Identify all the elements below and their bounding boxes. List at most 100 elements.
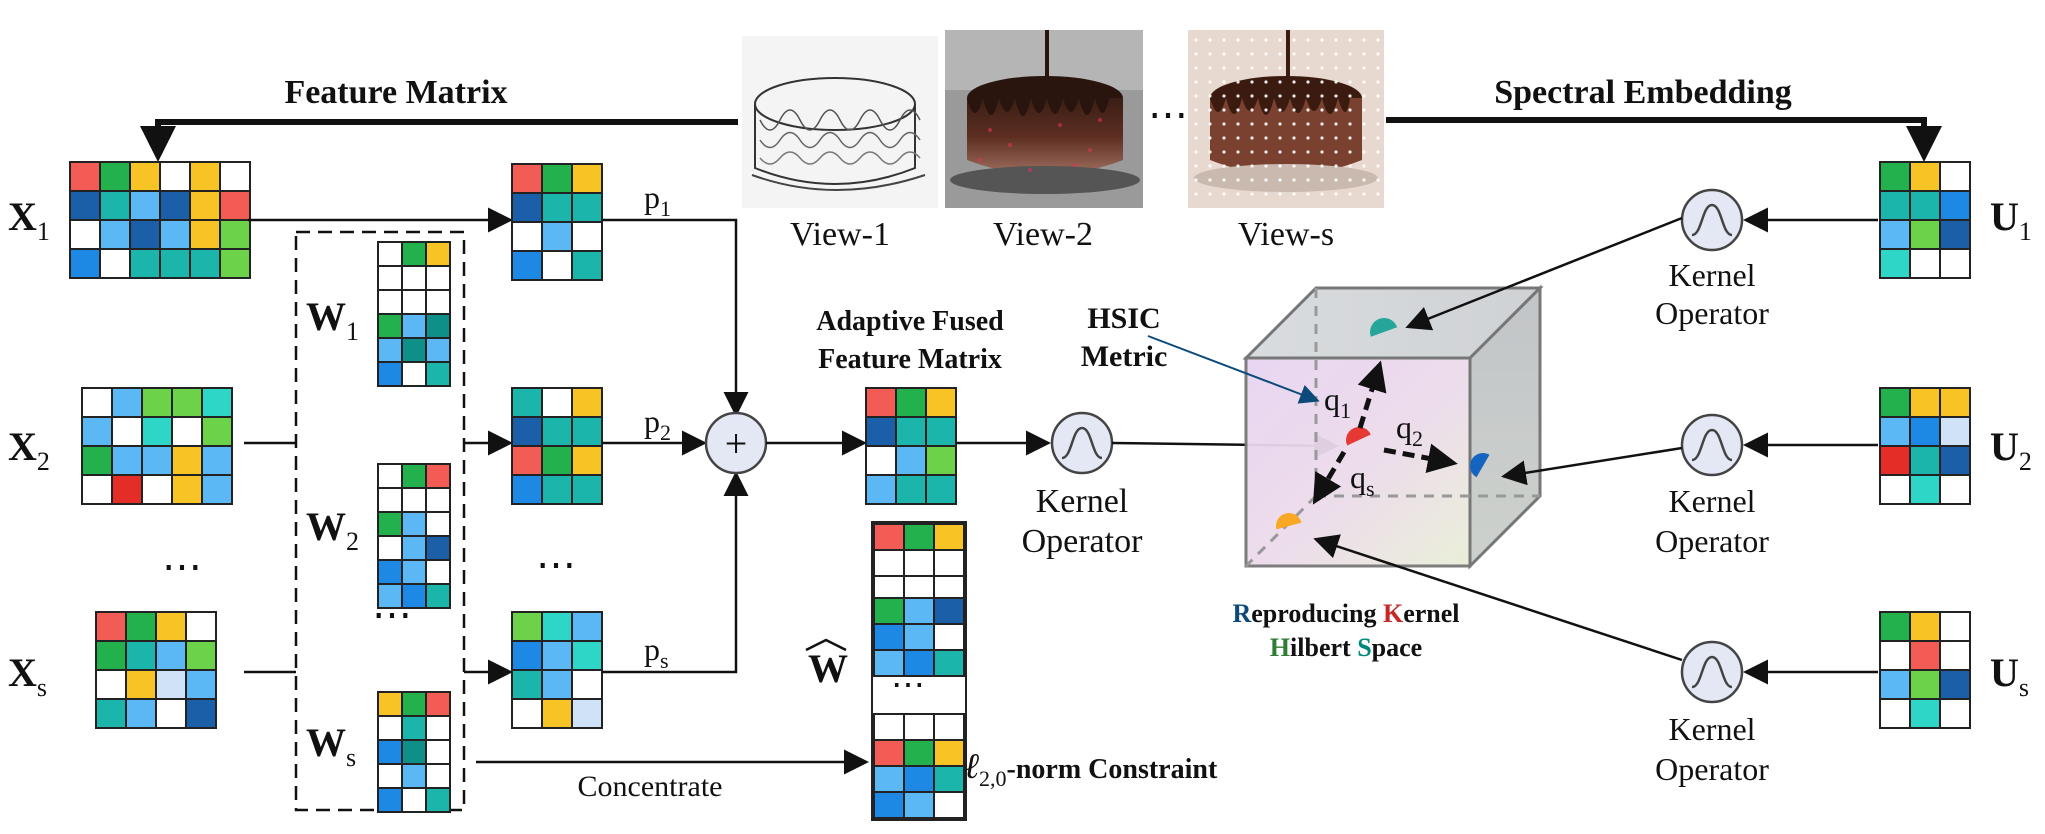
matrix-cell: [933, 713, 965, 741]
matrix-cell: [377, 289, 403, 315]
matrix-cell: [541, 387, 573, 418]
matrix-cell: [1879, 640, 1911, 671]
matrix-cell: [425, 535, 451, 561]
spectral-matrix-u2: [1879, 387, 1971, 505]
matrix-cell: [1879, 474, 1911, 505]
kernel-operator-2: [1680, 413, 1744, 477]
matrix-cell: [401, 763, 427, 789]
point-view-2: [1470, 453, 1490, 478]
matrix-cell: [125, 640, 157, 671]
matrix-cell: [201, 474, 233, 505]
matrix-cell: [933, 597, 965, 625]
matrix-cell: [873, 765, 905, 793]
matrix-cell: [1879, 219, 1911, 250]
matrix-cell: [155, 669, 187, 700]
kernel-2-line2: Operator: [1655, 523, 1769, 559]
feature-matrix-xs: [95, 611, 217, 729]
matrix-cell: [873, 523, 905, 551]
matrix-cell: [541, 416, 573, 447]
matrix-cell: [541, 698, 573, 729]
matrix-cell: [571, 192, 603, 223]
matrix-cell: [401, 715, 427, 741]
arrow-q1: [1357, 360, 1387, 429]
matrix-cell: [401, 265, 427, 291]
matrix-cell: [171, 387, 203, 418]
matrix-cell: [377, 739, 403, 765]
w2-label: W2: [306, 504, 359, 556]
matrix-cell: [81, 445, 113, 476]
matrix-cell: [933, 765, 965, 793]
matrix-cell: [401, 787, 427, 813]
arrow-qs: [1312, 450, 1347, 505]
matrix-cell: [401, 535, 427, 561]
line-p1-to-sum: [602, 218, 749, 417]
matrix-cell: [925, 445, 957, 476]
matrix-cell: [401, 691, 427, 717]
matrix-cell: [511, 163, 543, 194]
matrix-cell: [99, 219, 131, 250]
arrow-q2: [1383, 443, 1458, 474]
matrix-cell: [933, 523, 965, 551]
matrix-cell: [219, 190, 251, 221]
kernel-s-line1: Kernel: [1668, 711, 1755, 747]
matrix-cell: [873, 739, 905, 767]
matrix-cell: [511, 474, 543, 505]
matrix-cell: [189, 248, 221, 279]
matrix-cell: [377, 487, 403, 513]
matrix-cell: [401, 463, 427, 489]
matrix-cell: [155, 698, 187, 729]
matrix-cell: [95, 640, 127, 671]
matrix-cell: [541, 445, 573, 476]
matrix-cell: [1909, 219, 1941, 250]
weight-matrix-ws: [377, 691, 451, 813]
kernel-center-line1: Kernel: [1036, 483, 1129, 520]
matrix-cell: [1879, 669, 1911, 700]
x-dots: ⋯: [162, 544, 202, 589]
projected-matrix-2: [511, 387, 603, 505]
matrix-cell: [401, 511, 427, 537]
matrix-cell: [1879, 445, 1911, 476]
matrix-cell: [865, 445, 897, 476]
matrix-cell: [425, 289, 451, 315]
point-view-s: [1276, 513, 1302, 530]
matrix-cell: [171, 416, 203, 447]
matrix-cell: [189, 190, 221, 221]
matrix-cell: [903, 597, 935, 625]
matrix-cell: [377, 691, 403, 717]
matrix-cell: [425, 511, 451, 537]
matrix-cell: [129, 190, 161, 221]
matrix-cell: [401, 361, 427, 387]
matrix-cell: [1939, 474, 1971, 505]
matrix-cell: [219, 248, 251, 279]
matrix-cell: [425, 763, 451, 789]
line-ps-to-sum: [602, 471, 749, 674]
matrix-cell: [141, 445, 173, 476]
matrix-cell: [571, 163, 603, 194]
stack-dots: ⋯: [891, 667, 925, 704]
p2-label: p2: [644, 403, 671, 445]
matrix-cell: [425, 487, 451, 513]
matrix-cell: [155, 611, 187, 642]
matrix-cell: [873, 713, 905, 741]
feature-matrix-title: Feature Matrix: [284, 74, 507, 111]
matrix-cell: [1939, 669, 1971, 700]
view-s-image: [1188, 30, 1384, 208]
matrix-cell: [401, 337, 427, 363]
matrix-cell: [219, 219, 251, 250]
x2-label: X2: [8, 424, 50, 476]
matrix-cell: [377, 313, 403, 339]
matrix-cell: [159, 190, 191, 221]
feature-matrix-connector: [140, 119, 738, 162]
feature-matrix-x1: [69, 161, 251, 279]
matrix-cell: [873, 791, 905, 819]
matrix-cell: [425, 715, 451, 741]
matrix-cell: [1879, 698, 1911, 729]
matrix-cell: [903, 739, 935, 767]
w-hat-stacked-matrix: [871, 521, 967, 821]
concentrate-label: Concentrate: [578, 770, 723, 803]
matrix-cell: [401, 739, 427, 765]
matrix-cell: [159, 219, 191, 250]
rkhs-caption-line2: Hilbert Space: [1270, 633, 1422, 662]
matrix-cell: [201, 445, 233, 476]
matrix-cell: [1939, 219, 1971, 250]
